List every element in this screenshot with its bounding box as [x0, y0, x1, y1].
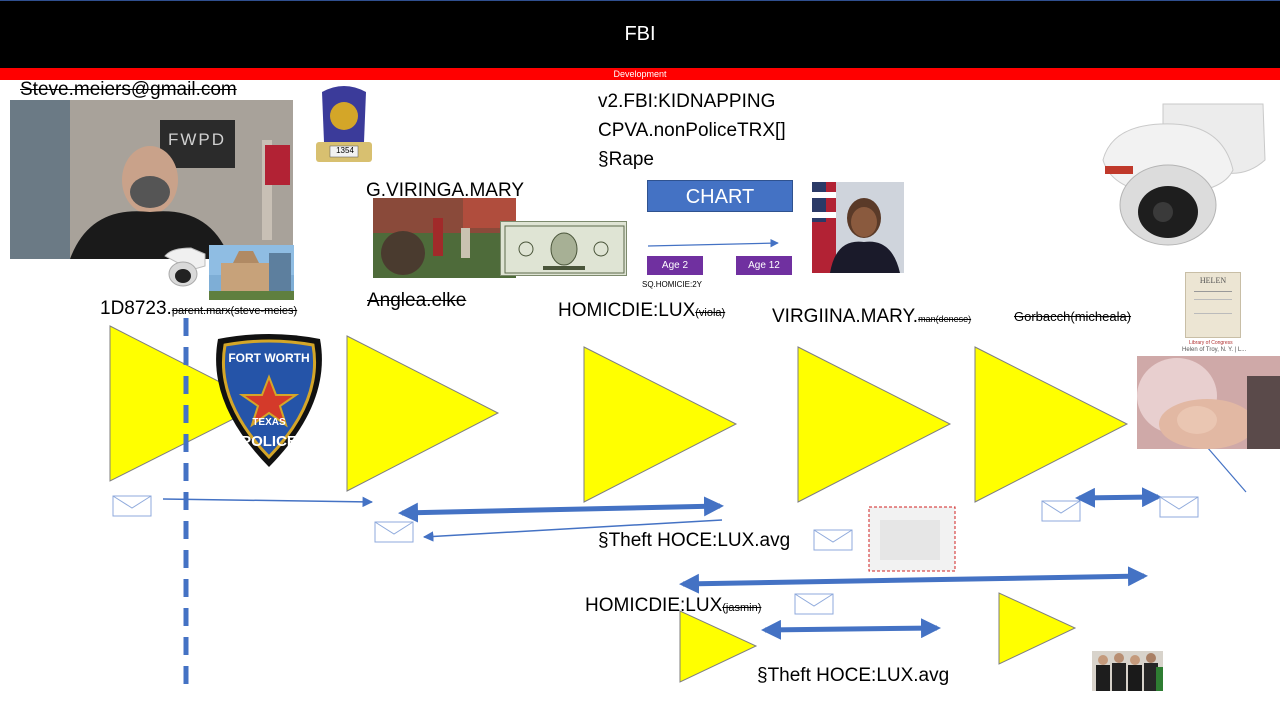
- book-title: HELEN: [1199, 276, 1227, 285]
- dollar-bill-image: [500, 221, 627, 276]
- cpva-label: CPVA.nonPoliceTRX[]: [598, 120, 786, 141]
- book-image: HELEN: [1185, 272, 1241, 338]
- triangle-7: [998, 592, 1077, 665]
- officer-photo: FWPD: [10, 100, 293, 259]
- triangle-3: [583, 346, 738, 503]
- police-badge-mid: TEXAS: [252, 417, 286, 428]
- sq-homicide-label: SQ.HOMICIE:2Y: [642, 280, 703, 289]
- triangle-6: [679, 610, 758, 683]
- siren-display: 1354: [336, 146, 354, 155]
- arrow-double-1: [398, 496, 724, 523]
- envelope-icon[interactable]: [374, 521, 414, 543]
- homicide-label-2-sub: (jasmin): [722, 602, 762, 614]
- homicide-label-2-main: HOMICDIE:LUX: [585, 595, 723, 616]
- line-thin-4: [1206, 446, 1247, 493]
- police-badge-top: FORT WORTH: [228, 351, 310, 365]
- email-label: Steve.meiers@gmail.com: [20, 79, 237, 100]
- book-caption-1: Library of Congress: [1189, 340, 1233, 346]
- theft-label-1: §Theft HOCE:LUX.avg: [598, 530, 791, 551]
- status-label: Development: [613, 69, 667, 79]
- envelope-icon[interactable]: [1159, 496, 1199, 518]
- police-badge-bottom: POLICE: [241, 433, 297, 450]
- arrow-double-4: [1075, 487, 1162, 508]
- triangle-5: [974, 346, 1129, 503]
- homicide-label-2: HOMICDIE:LUX(jasmin): [585, 595, 761, 617]
- giringa-label: G.VIRINGA.MARY: [366, 180, 525, 201]
- arrow-double-3: [761, 618, 941, 640]
- triangle-2: [346, 335, 500, 492]
- id-label-main: 1D8723.: [100, 298, 172, 319]
- courthouse-photo: [209, 245, 294, 300]
- security-camera-icon: [1093, 100, 1273, 250]
- age-box-12: Age 12: [736, 256, 792, 275]
- id-label: 1D8723.parent.marx(steve-meies): [100, 298, 297, 320]
- age-box-2: Age 2: [647, 256, 703, 275]
- painting-image: [373, 198, 516, 278]
- theft-label-2: §Theft HOCE:LUX.avg: [757, 665, 950, 686]
- chart-button[interactable]: CHART: [647, 180, 793, 212]
- homicide-label-1: HOMICDIE:LUX(viola): [558, 300, 725, 322]
- portrait-photo: [812, 182, 904, 273]
- baby-photo: [1137, 356, 1280, 449]
- gorbacch-label: Gorbacch(micheala): [1014, 309, 1132, 324]
- arrow-thin-3: [647, 238, 779, 248]
- homicide-label-1-sub: (viola): [695, 307, 726, 319]
- status-bar: Development: [0, 68, 1280, 80]
- group-photo: [1092, 651, 1163, 691]
- siren-icon: 1354: [312, 84, 376, 166]
- rape-label: §Rape: [598, 149, 654, 170]
- virginia-label-sub: man(denese): [918, 314, 972, 324]
- envelope-icon[interactable]: [1041, 500, 1081, 522]
- virginia-label-main: VIRGIINA.MARY.: [772, 306, 919, 327]
- envelope-icon[interactable]: [794, 593, 834, 615]
- kidnapping-label: v2.FBI:KIDNAPPING: [598, 91, 776, 112]
- arrow-thin-1: [162, 496, 374, 508]
- title-bar: FBI: [0, 0, 1280, 68]
- envelope-icon[interactable]: [813, 529, 853, 551]
- page-title: FBI: [624, 23, 656, 45]
- id-label-sub: parent.marx(steve-meies): [171, 305, 298, 317]
- book-caption-2: Helen of Troy, N. Y. | L...: [1182, 347, 1247, 353]
- arrow-double-2: [679, 566, 1148, 594]
- virginia-label: VIRGIINA.MARY.man(denese): [772, 306, 971, 328]
- police-badge-icon: FORT WORTH TEXAS POLICE: [208, 333, 330, 469]
- envelope-icon[interactable]: [112, 495, 152, 517]
- triangle-4: [797, 346, 952, 503]
- fwpd-sign: FWPD: [168, 130, 227, 149]
- arrow-thin-2: [422, 519, 723, 542]
- homicide-label-1-main: HOMICDIE:LUX: [558, 300, 696, 321]
- anglea-label: Anglea.elke: [367, 290, 467, 311]
- small-camera-icon: [161, 246, 209, 290]
